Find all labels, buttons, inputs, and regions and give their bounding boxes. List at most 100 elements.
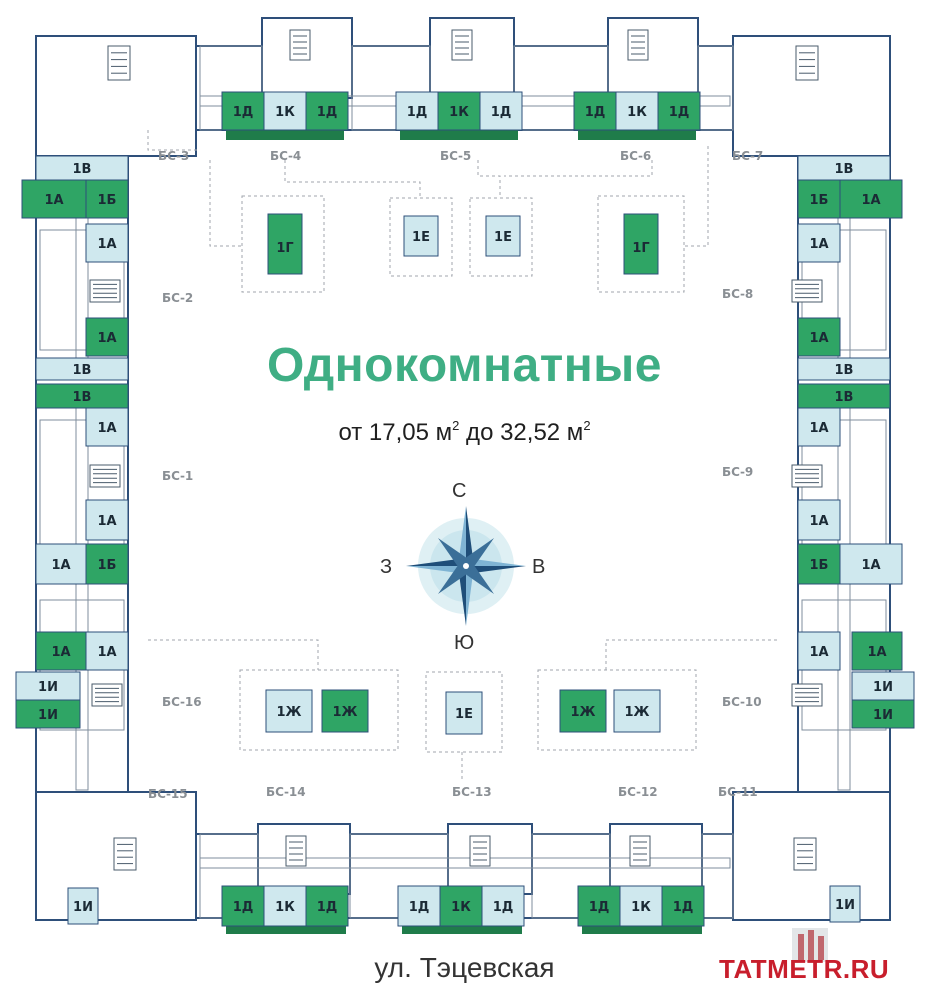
pavilion-e1-frame	[389, 197, 453, 277]
apartment-label: 1И	[38, 708, 58, 723]
apartment-label: 1Д	[233, 900, 254, 915]
apartment-b	[85, 543, 129, 585]
apartment-label: 1И	[835, 898, 855, 913]
apartment-label: 1А	[51, 558, 70, 573]
apartment-e	[485, 215, 521, 257]
wall-outline	[39, 229, 125, 351]
apartment-v	[797, 155, 891, 181]
area-range: от 17,05 м2 до 32,52 м2	[0, 418, 929, 447]
compass-west-label: З	[380, 556, 393, 578]
apartment-v	[35, 155, 129, 181]
block-label: БС-4	[270, 149, 301, 163]
apartment-label: 1Б	[810, 558, 829, 573]
apartment-zh	[613, 689, 661, 733]
apartment-label: 1А	[97, 421, 116, 436]
apartment-i	[829, 885, 861, 923]
apartment-label: 1А	[861, 558, 880, 573]
block-label: БС-5	[440, 149, 471, 163]
stairwell	[795, 45, 819, 81]
apartment-d	[481, 885, 525, 927]
apartment-k	[615, 91, 659, 131]
apartment-b	[797, 179, 841, 219]
apartment-e	[403, 215, 439, 257]
stairwell	[791, 464, 823, 488]
block-label: БС-2	[162, 291, 193, 305]
stairwell	[107, 45, 131, 81]
apartment-i	[67, 887, 99, 925]
tower-bs12	[609, 823, 703, 895]
apartment-label: 1Е	[412, 230, 430, 245]
compass-north-label: С	[452, 480, 467, 502]
apartment-label: 1И	[73, 900, 93, 915]
apartment-label: 1В	[835, 390, 854, 405]
compass-diagonal-point	[438, 538, 471, 571]
apartment-shadow	[582, 924, 702, 934]
apartment-label: 1Ж	[277, 705, 302, 720]
area-unit-sup-2: 2	[583, 418, 591, 433]
compass-point	[466, 506, 474, 566]
apartment-label: 1В	[73, 162, 92, 177]
apartment-label: 1А	[809, 645, 828, 660]
apartment-label: 1Г	[632, 241, 649, 256]
apartment-a	[797, 499, 841, 541]
compass-point	[406, 566, 466, 574]
block-label: БС-11	[718, 785, 758, 799]
apartment-label: 1Д	[409, 900, 430, 915]
stairwell	[469, 835, 491, 867]
apartment-v	[35, 383, 129, 409]
apartment-d	[657, 91, 701, 131]
stairwell	[451, 29, 473, 61]
apartment-label: 1К	[627, 105, 647, 120]
compass-east-label: В	[532, 556, 546, 578]
pavilion-bottom-left-frame	[239, 669, 399, 751]
stairwell	[627, 29, 649, 61]
connector-line	[148, 639, 319, 670]
apartment-a	[85, 499, 129, 541]
apartment-label: 1Б	[98, 193, 117, 208]
apartment-d	[221, 91, 265, 131]
apartment-label: 1В	[835, 162, 854, 177]
connector-line	[284, 160, 421, 198]
apartment-d	[661, 885, 705, 927]
compass-point	[458, 566, 466, 626]
compass-point	[466, 566, 526, 574]
apartment-d	[479, 91, 523, 131]
block-label: БС-12	[618, 785, 658, 799]
apartment-g	[623, 213, 659, 275]
apartment-label: 1Е	[455, 707, 473, 722]
pavilion-left-top-frame	[241, 195, 325, 293]
watermark-emblem-bar	[818, 936, 824, 960]
apartment-label: 1К	[449, 105, 469, 120]
wall-outline	[837, 599, 851, 791]
apartment-d	[305, 91, 349, 131]
apartment-label: 1К	[451, 900, 471, 915]
stairwell	[289, 29, 311, 61]
area-from: от 17,05 м	[338, 419, 453, 446]
apartment-label: 1Д	[233, 105, 254, 120]
tower-bs6	[607, 17, 699, 99]
apartment-i	[851, 671, 915, 701]
block-label: БС-1	[162, 469, 193, 483]
apartment-label: 1А	[809, 421, 828, 436]
apartment-label: 1К	[275, 900, 295, 915]
apartment-zh	[265, 689, 313, 733]
block-label: БС-3	[158, 149, 189, 163]
apartment-g	[267, 213, 303, 275]
connector-line	[684, 146, 709, 247]
apartment-label: 1А	[809, 514, 828, 529]
apartment-shadow	[402, 924, 522, 934]
apartment-shadow	[226, 924, 346, 934]
stairwell	[89, 464, 121, 488]
apartment-d	[397, 885, 441, 927]
apartment-zh	[321, 689, 369, 733]
block-label: БС-16	[162, 695, 202, 709]
apartment-a	[797, 223, 841, 263]
apartment-label: 1К	[631, 900, 651, 915]
block-label: БС-8	[722, 287, 753, 301]
pavilion-bottom-right-frame	[537, 669, 697, 751]
stairwell	[285, 835, 307, 867]
connector-line	[209, 160, 242, 247]
area-unit-sup-1: 2	[452, 418, 460, 433]
apartment-v	[797, 383, 891, 409]
